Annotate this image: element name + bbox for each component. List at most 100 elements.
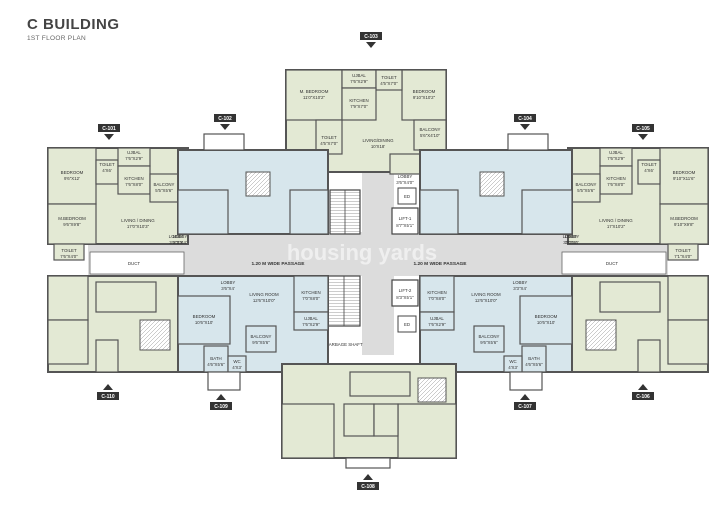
svg-text:4'X6': 4'X6' [644,168,654,173]
flat-tag-c101: C-101 [98,124,120,140]
svg-text:7'6"X2'9": 7'6"X2'9" [125,156,143,161]
svg-text:KITCHEN: KITCHEN [349,98,368,103]
svg-text:LOBBY: LOBBY [513,280,528,285]
svg-text:UJBAL: UJBAL [609,150,623,155]
svg-text:TOILET: TOILET [381,75,397,80]
svg-text:TOILET: TOILET [321,135,337,140]
svg-text:BEDROOM: BEDROOM [413,89,436,94]
right-passage-label: 1.20 M WIDE PASSAGE [414,261,468,267]
unit-c106 [567,275,709,373]
left-duct-label: DUCT [128,261,141,266]
right-duct-label: DUCT [606,261,619,266]
unit-c102: LOBBY 3'3"X4' [173,133,329,245]
svg-text:17'X10'2": 17'X10'2" [607,224,626,229]
svg-text:10'6"X10': 10'6"X10' [537,320,556,325]
svg-text:C-102: C-102 [218,116,232,122]
svg-text:WC: WC [509,359,516,364]
flat-tag-c103: C-103 [360,32,382,48]
svg-text:LIVING ROOM: LIVING ROOM [249,292,279,297]
lift-2-label: LIFT-2 [399,288,412,293]
svg-text:BEDROOM: BEDROOM [673,170,696,175]
svg-text:9'6"X5'6": 9'6"X5'6" [480,340,498,345]
svg-text:9'10"X10'2": 9'10"X10'2" [413,95,436,100]
svg-text:7'6"X2'9": 7'6"X2'9" [302,322,320,327]
svg-text:17'0"X10'3": 17'0"X10'3" [127,224,150,229]
svg-text:KITCHEN: KITCHEN [301,290,320,295]
garbage-shaft-label: GARBAGE SHAFT [325,342,363,347]
svg-text:3'6"X4': 3'6"X4' [169,240,183,245]
svg-text:BALCONY: BALCONY [251,334,272,339]
flat-tag-c110: C-110 [97,384,119,400]
svg-text:TOILET: TOILET [675,248,691,253]
svg-text:5'5"X5'6": 5'5"X5'6" [577,188,595,193]
svg-text:7'9"X7'0": 7'9"X7'0" [350,104,368,109]
unit-c110 [47,275,189,373]
left-duct [89,251,185,275]
ed-bottom [397,315,417,333]
svg-text:BEDROOM: BEDROOM [61,170,84,175]
svg-text:C-108: C-108 [361,484,375,490]
svg-text:C-104: C-104 [518,116,532,122]
svg-text:BALCONY: BALCONY [154,182,175,187]
svg-text:KITCHEN: KITCHEN [427,290,446,295]
svg-text:LIVING/DINING: LIVING/DINING [363,138,395,143]
unit-c107: KITCHEN 7'0"X8'0" LIVING ROOM 12'6"X10'0… [419,275,573,391]
svg-text:7'6"X2'9": 7'6"X2'9" [428,322,446,327]
svg-text:BEDROOM: BEDROOM [193,314,216,319]
flat-tag-c102: C-102 [214,114,236,130]
svg-text:7'0"X8'0": 7'0"X8'0" [302,296,320,301]
svg-text:7'6"X8'0": 7'6"X8'0" [607,182,625,187]
right-duct [561,251,667,275]
svg-text:BEDROOM: BEDROOM [535,314,558,319]
ed-top [397,187,417,205]
svg-text:11'0"X10'2": 11'0"X10'2" [303,95,325,100]
flat-tag-c107: C-107 [514,394,536,410]
svg-text:TOILET: TOILET [99,162,115,167]
page-title: C BUILDING [27,16,120,33]
svg-text:LOBBY: LOBBY [169,234,184,239]
lift-1 [391,207,419,235]
svg-text:C-107: C-107 [518,404,532,410]
svg-text:M. BEDROOM: M. BEDROOM [300,89,329,94]
ed-bottom-label: ED [404,322,410,327]
svg-text:4'X3': 4'X3' [508,365,518,370]
svg-text:BATH: BATH [528,356,539,361]
vertical-corridor [362,170,394,355]
svg-text:7'6"X8'0": 7'6"X8'0" [125,182,143,187]
svg-text:3'3"X4': 3'3"X4' [513,286,527,291]
svg-text:UJBAL: UJBAL [304,316,318,321]
svg-text:BALCONY: BALCONY [479,334,500,339]
svg-text:12'6"X10'0": 12'6"X10'0" [253,298,276,303]
svg-text:7'0"X8'0": 7'0"X8'0" [428,296,446,301]
svg-text:4'X3': 4'X3' [232,365,242,370]
svg-text:5'5"X5'6": 5'5"X5'6" [155,188,173,193]
flat-tag-c109: C-109 [210,394,232,410]
svg-text:7'6"X2'9": 7'6"X2'9" [350,79,368,84]
svg-text:LOBBY: LOBBY [565,234,580,239]
svg-text:3'3"X4': 3'3"X4' [565,240,579,245]
svg-text:TOILET: TOILET [641,162,657,167]
svg-text:4'6"X5'6": 4'6"X5'6" [207,362,225,367]
svg-text:LIVING ROOM: LIVING ROOM [471,292,501,297]
lift-2-size: 8'3"X5'1" [396,295,414,300]
svg-text:7'1"X4'0": 7'1"X4'0" [674,254,692,259]
svg-text:7'6"X2'9": 7'6"X2'9" [607,156,625,161]
ed-top-label: ED [404,194,410,199]
svg-text:4'5"X7'0": 4'5"X7'0" [320,141,338,146]
svg-text:LOBBY: LOBBY [173,234,188,239]
svg-text:C-109: C-109 [214,404,228,410]
svg-text:M.BEDROOM: M.BEDROOM [58,216,86,221]
page-subtitle: 1ST FLOOR PLAN [27,35,86,42]
flat-tag-c106: C-106 [632,384,654,400]
svg-text:LIVING / DINING: LIVING / DINING [599,218,633,223]
unit-c109: LOBBY 3'6"X4' LIVING ROOM 12'6"X10'0" KI… [177,275,329,391]
svg-text:7'6"X4'0": 7'6"X4'0" [60,254,78,259]
unit-c101: BEDROOM 9'6"X12' TOILET 4'X6' UJBAL 7'6"… [47,147,189,261]
svg-text:UJBAL: UJBAL [430,316,444,321]
svg-text:3'6"X4': 3'6"X4' [221,286,235,291]
svg-text:LOBBY: LOBBY [398,174,413,179]
lift-2 [391,279,419,307]
flat-tag-c104: C-104 [514,114,536,130]
svg-text:M.BEDROOM: M.BEDROOM [670,216,698,221]
svg-text:4'5"X7'0": 4'5"X7'0" [380,81,398,86]
